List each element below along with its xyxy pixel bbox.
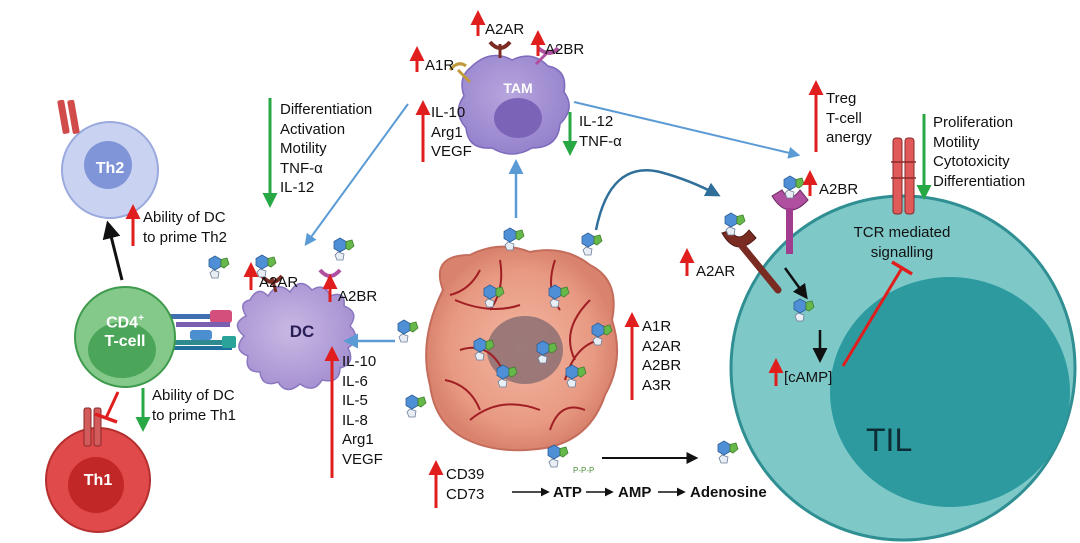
tam-a2ar-label: A2AR <box>485 21 525 38</box>
enzyme-item: CD39 <box>446 466 485 483</box>
dc-a2br-label: A2BR <box>338 288 378 305</box>
dc-th2-line: Ability of DC <box>143 209 226 226</box>
dc-up-item: IL-10 <box>342 353 377 370</box>
dc-up-item: IL-6 <box>342 372 368 390</box>
arrow-tumor-to-til <box>594 169 721 231</box>
dc-up-item: IL-5 <box>342 392 368 409</box>
til-up-item: Treg <box>826 90 857 107</box>
til-a2br-label: A2BR <box>819 181 859 198</box>
tcr-signal-line: signalling <box>870 243 934 261</box>
tumor-receptor-item: A3R <box>642 376 672 394</box>
tam-up-item: IL-10 <box>431 104 466 121</box>
til-a2ar-label: A2AR <box>696 263 736 280</box>
til-a2ar-receptor <box>721 212 782 294</box>
til-down-item: Cytotoxicity <box>933 153 1010 170</box>
til-down-item: Differentiation <box>933 172 1026 190</box>
tam-up-item: Arg1 <box>431 123 463 141</box>
dc-secretion-up-list: IL-10 IL-6 IL-5 IL-8 Arg1 VEGF <box>342 352 383 469</box>
camp-label: [cAMP] <box>784 369 833 386</box>
tam-down-item: TNF-α <box>579 132 622 150</box>
arrow-tam-to-dc <box>304 103 409 246</box>
tam-secretion-up-list: IL-10 Arg1 VEGF <box>431 103 472 162</box>
cd4-tcell <box>74 286 176 388</box>
tam-a2ar-receptor <box>488 40 512 58</box>
cd4-label: CD4 <box>106 314 139 332</box>
camp-inhibits-tcr <box>841 260 913 367</box>
til-label: TIL <box>866 422 913 458</box>
dc-th1-line: Ability of DC <box>152 387 235 404</box>
tumor-receptors-list: A1R A2AR A2BR A3R <box>642 317 681 395</box>
cd4-tcell-label: CD4+ T-cell <box>92 309 158 351</box>
adenosine-label: Adenosine <box>690 484 767 501</box>
dc-th1-priming-text: Ability of DC to prime Th1 <box>152 386 236 425</box>
tumor-receptor-item: A2BR <box>642 357 682 374</box>
dc-cell <box>236 282 357 391</box>
til-down-item: Proliferation <box>933 114 1014 131</box>
arrow-cd4-to-th2 <box>102 220 124 281</box>
tam-cell <box>457 54 570 155</box>
dc-up-item: Arg1 <box>342 431 374 448</box>
tam-a2br-receptor <box>534 46 560 66</box>
til-up-item: T-cell <box>826 109 862 127</box>
atp-molecule: P-P-P <box>547 444 594 475</box>
atp-label: ATP <box>553 484 582 501</box>
th2-cell <box>57 99 159 219</box>
th1-cell <box>45 407 151 533</box>
til-signal-arrow-1 <box>783 267 808 300</box>
tam-up-item: VEGF <box>431 143 472 160</box>
tam-a2br-label: A2BR <box>545 41 585 58</box>
dc-functions-down-list: Differentiation Activation Motility TNF-… <box>280 100 372 198</box>
dc-th2-priming-text: Ability of DC to prime Th2 <box>143 208 227 247</box>
arrow-tam-to-til <box>573 101 801 159</box>
tam-down-item: IL-12 <box>579 113 614 130</box>
dc-down-item: TNF-α <box>280 159 323 177</box>
cd4-inhibits-th1 <box>94 391 120 424</box>
til-down-list: Proliferation Motility Cytotoxicity Diff… <box>933 113 1025 191</box>
dc-a2br-receptor <box>318 237 355 291</box>
tcell-label: T-cell <box>104 333 146 351</box>
tam-label: TAM <box>503 80 533 96</box>
tumor-mass <box>425 245 619 452</box>
til-up-list: Treg T-cell anergy <box>826 89 872 148</box>
dc-a2ar-receptor <box>208 254 284 293</box>
til-cell <box>729 194 1077 542</box>
dc-a2ar-label: A2AR <box>259 274 299 291</box>
dc-tcell-synapse <box>166 310 236 350</box>
dc-down-item: IL-12 <box>280 179 315 196</box>
ectoenzyme-list: CD39 CD73 <box>446 465 484 504</box>
til-a2br-receptor <box>771 175 809 254</box>
tam-a1r-label: A1R <box>425 57 455 74</box>
til-tcr-receptor <box>891 137 916 215</box>
til-up-item: anergy <box>826 129 872 146</box>
dc-th2-line: to prime Th2 <box>143 228 227 246</box>
dc-up-item: VEGF <box>342 450 383 468</box>
enzyme-item: CD73 <box>446 485 485 503</box>
th1-label: Th1 <box>83 472 113 489</box>
cd4-sup: + <box>138 313 144 324</box>
tam-secretion-down-list: IL-12 TNF-α <box>579 112 622 151</box>
dc-up-item: IL-8 <box>342 411 368 429</box>
tam-a1r-receptor <box>448 62 472 84</box>
dc-down-item: Motility <box>280 140 327 157</box>
tumor-receptor-item: A2AR <box>642 337 682 355</box>
tcr-signalling-text: TCR mediated signalling <box>842 223 962 262</box>
th2-label: Th2 <box>95 160 125 177</box>
phosphate-label: P-P-P <box>573 466 594 475</box>
dc-down-item: Activation <box>280 120 346 138</box>
dc-down-item: Differentiation <box>280 101 373 118</box>
dc-label: DC <box>289 322 315 341</box>
tcr-signal-line: TCR mediated <box>853 224 951 241</box>
dc-th1-line: to prime Th1 <box>152 406 236 424</box>
amp-label: AMP <box>618 484 652 501</box>
til-down-item: Motility <box>933 133 980 151</box>
tumor-receptor-item: A1R <box>642 318 672 335</box>
